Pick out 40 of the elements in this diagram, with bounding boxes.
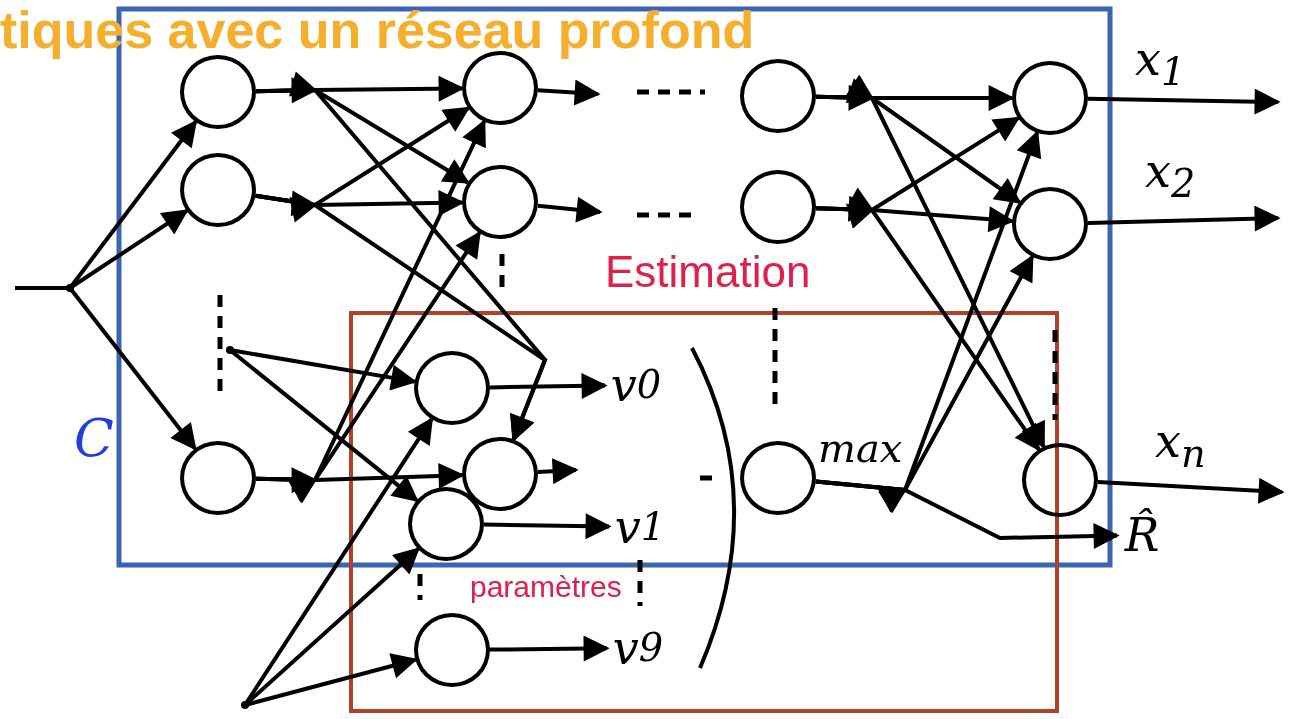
arrow [537,79,601,106]
output-label: x$_{1}$ [1135,36,1186,92]
arrow [483,513,612,540]
neuron-circle [740,59,816,133]
neuron-circle [462,165,538,239]
arrow [489,635,610,662]
arrow [537,458,579,485]
neuron-circle [462,437,538,511]
arrow [815,187,1041,451]
neuron-circle [414,351,490,425]
neuron-circle [1012,187,1088,261]
arrow [815,75,1046,448]
output-label: R̂ [1117,507,1167,563]
arrow [489,372,608,399]
neuron-circle [180,441,256,515]
arrow [1087,205,1281,232]
arrow [255,193,548,442]
arrow [537,196,603,223]
arrow [255,463,463,493]
neuron-circle [740,170,816,244]
arrow [1087,88,1281,115]
overlay-label: Estimation [605,250,811,294]
junction-dot [226,346,234,354]
neuron-circle [1022,443,1098,517]
output-label: x$_{n}$ [1155,418,1206,474]
neuron-circle [180,55,256,129]
arrow [815,479,1120,549]
neuron-circle [462,51,538,125]
function-label: max [818,428,903,468]
arrow [1097,477,1285,504]
neuron-circle [180,153,256,227]
neuron-circle [414,613,490,687]
output-label: x$_{2}$ [1145,148,1196,204]
neuron-circle [1012,61,1088,135]
junction-dot [66,284,74,292]
neuron-circle [408,487,484,561]
junction-dot [241,701,249,709]
overlay-label: paramètres [470,572,622,602]
neuron-circle [740,441,816,515]
input-label: C [74,412,114,464]
